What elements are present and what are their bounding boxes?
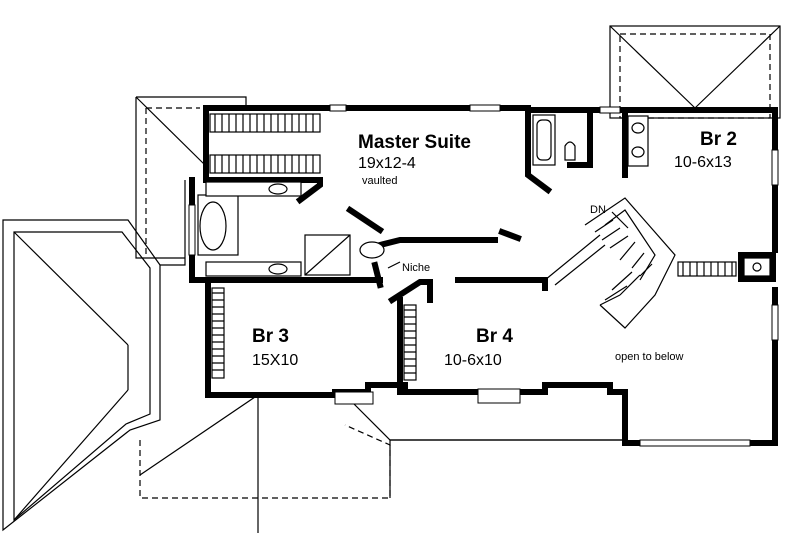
br2-bath-fixtures	[532, 114, 649, 167]
room-name-br4: Br 4	[476, 326, 513, 347]
room-size-br4: 10-6x10	[444, 352, 502, 369]
room-size-br3: 15X10	[252, 352, 298, 369]
roof-left	[2, 180, 186, 532]
label-niche: Niche	[402, 262, 430, 274]
closet-master-top	[209, 113, 321, 174]
closet-br3	[211, 287, 225, 379]
chimney	[738, 252, 776, 282]
room-size-master: 19x12-4	[358, 155, 416, 172]
stairs	[544, 197, 676, 329]
roof-top-left	[135, 96, 247, 259]
room-size-br2: 10-6x13	[674, 154, 732, 171]
interior-walls	[203, 107, 628, 395]
niche-leader	[387, 261, 401, 269]
master-bath-fixtures	[197, 181, 385, 277]
dn-arrow	[611, 211, 629, 229]
label-open-to-below: open to below	[615, 351, 684, 363]
room-name-br3: Br 3	[252, 326, 289, 347]
room-note-master: vaulted	[362, 175, 397, 187]
label-dn: DN	[590, 204, 606, 216]
room-name-br2: Br 2	[700, 129, 737, 150]
exterior-walls	[189, 105, 778, 446]
closet-br4	[403, 304, 417, 381]
roof-top-right	[609, 25, 781, 119]
closet-br2	[677, 261, 737, 277]
room-name-master: Master Suite	[358, 132, 471, 153]
windows	[188, 104, 779, 447]
roof-bottom	[139, 394, 625, 533]
